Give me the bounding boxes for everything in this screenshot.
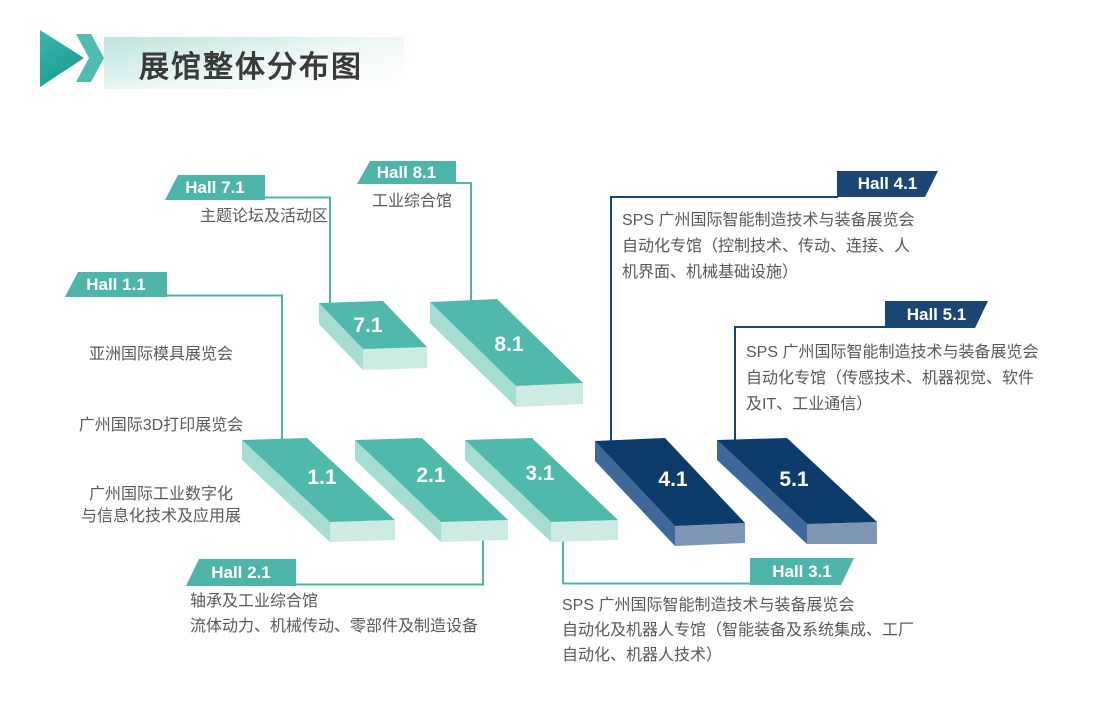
slab-top-face [465, 438, 618, 522]
hall-1-1-description-line: 广州国际3D打印展览会 [78, 417, 244, 434]
slab-side-face [465, 440, 551, 542]
slab-side-face [319, 303, 363, 370]
hall-1-1-connector [166, 294, 283, 441]
hall-8-1-connector [450, 182, 472, 302]
hall-1-1-slab-label: 1.1 [307, 466, 337, 489]
slab-side-face [717, 440, 807, 544]
slab-end-face [441, 520, 508, 542]
hall-1-1-description: 亚洲国际模具展览会 广州国际3D打印展览会 广州国际工业数字化 与信息化技术及应… [55, 317, 267, 553]
hall-7-1-description: 主题论坛及活动区 [200, 208, 329, 225]
hall-7-1-slab-label: 7.1 [353, 314, 383, 337]
hall-5-1-connector [734, 326, 886, 442]
hall-1-1-description-line: 广州国际工业数字化 与信息化技术及应用展 [80, 486, 241, 525]
hall-2-1-connector [294, 540, 484, 586]
hall-8-1-banner: Hall 8.1 [357, 161, 456, 184]
slab-top-face [595, 438, 745, 526]
hall-3-1-connector [562, 540, 752, 585]
slab-end-face [330, 520, 395, 542]
title-background-band [104, 37, 404, 89]
slab-end-face [675, 523, 745, 546]
hall-5-1-banner: Hall 5.1 [885, 301, 988, 328]
chevron-band-icon [76, 34, 104, 82]
hall-1-1-banner: Hall 1.1 [65, 272, 167, 297]
slab-end-face [516, 383, 583, 407]
title-chevron-icon [40, 30, 104, 87]
slab-top-face [717, 438, 877, 524]
slab-top-face [319, 301, 427, 349]
hall-2-1-banner: Hall 2.1 [186, 559, 296, 586]
hall-3-1-slab-label: 3.1 [525, 462, 555, 485]
hall-4-1-description: SPS 广州国际智能制造技术与装备展览会 自动化专馆（控制技术、传动、连接、人 … [622, 212, 915, 281]
slab-side-face [595, 441, 675, 546]
slab-end-face [551, 520, 618, 542]
hall-4-1-connector [610, 196, 838, 442]
hall-8-1-description: 工业综合馆 [372, 193, 453, 210]
slab-side-face [430, 302, 516, 407]
chevron-triangle-icon [40, 30, 84, 87]
slab-end-face [807, 522, 877, 544]
page-title: 展馆整体分布图 [139, 51, 363, 84]
slab-side-face [242, 440, 330, 542]
slab-top-face [355, 438, 508, 522]
hall-1-1-description-line: 亚洲国际模具展览会 [88, 346, 233, 363]
hall-4-1-banner: Hall 4.1 [837, 171, 938, 197]
hall-3-1-banner: Hall 3.1 [750, 558, 854, 585]
hall-5-1-slab-label: 5.1 [779, 468, 809, 491]
hall-8-1-slab-label: 8.1 [494, 333, 524, 356]
hall-5-1-description: SPS 广州国际智能制造技术与装备展览会 自动化专馆（传感技术、机器视觉、软件 … [746, 344, 1039, 413]
hall-2-1-slab: 2.1 [355, 438, 508, 542]
slab-side-face [355, 440, 441, 542]
slab-top-face [430, 299, 583, 386]
hall-3-1-slab: 3.1 [465, 438, 618, 542]
hall-3-1-description: SPS 广州国际智能制造技术与装备展览会 自动化及机器人专馆（智能装备及系统集成… [562, 597, 915, 664]
hall-7-1-connector [265, 196, 331, 306]
slab-end-face [363, 347, 427, 370]
hall-8-1-slab: 8.1 [430, 299, 583, 407]
hall-2-1-slab-label: 2.1 [416, 464, 446, 487]
hall-2-1-description: 轴承及工业综合馆 流体动力、机械传动、零部件及制造设备 [190, 593, 479, 635]
hall-7-1-banner: Hall 7.1 [165, 175, 265, 200]
slab-top-face [242, 438, 395, 522]
hall-1-1-slab: 1.1 [242, 438, 395, 542]
hall-4-1-slab-label: 4.1 [658, 468, 688, 491]
hall-5-1-slab: 5.1 [717, 438, 877, 544]
hall-7-1-slab: 7.1 [319, 301, 427, 370]
hall-4-1-slab: 4.1 [595, 438, 745, 546]
